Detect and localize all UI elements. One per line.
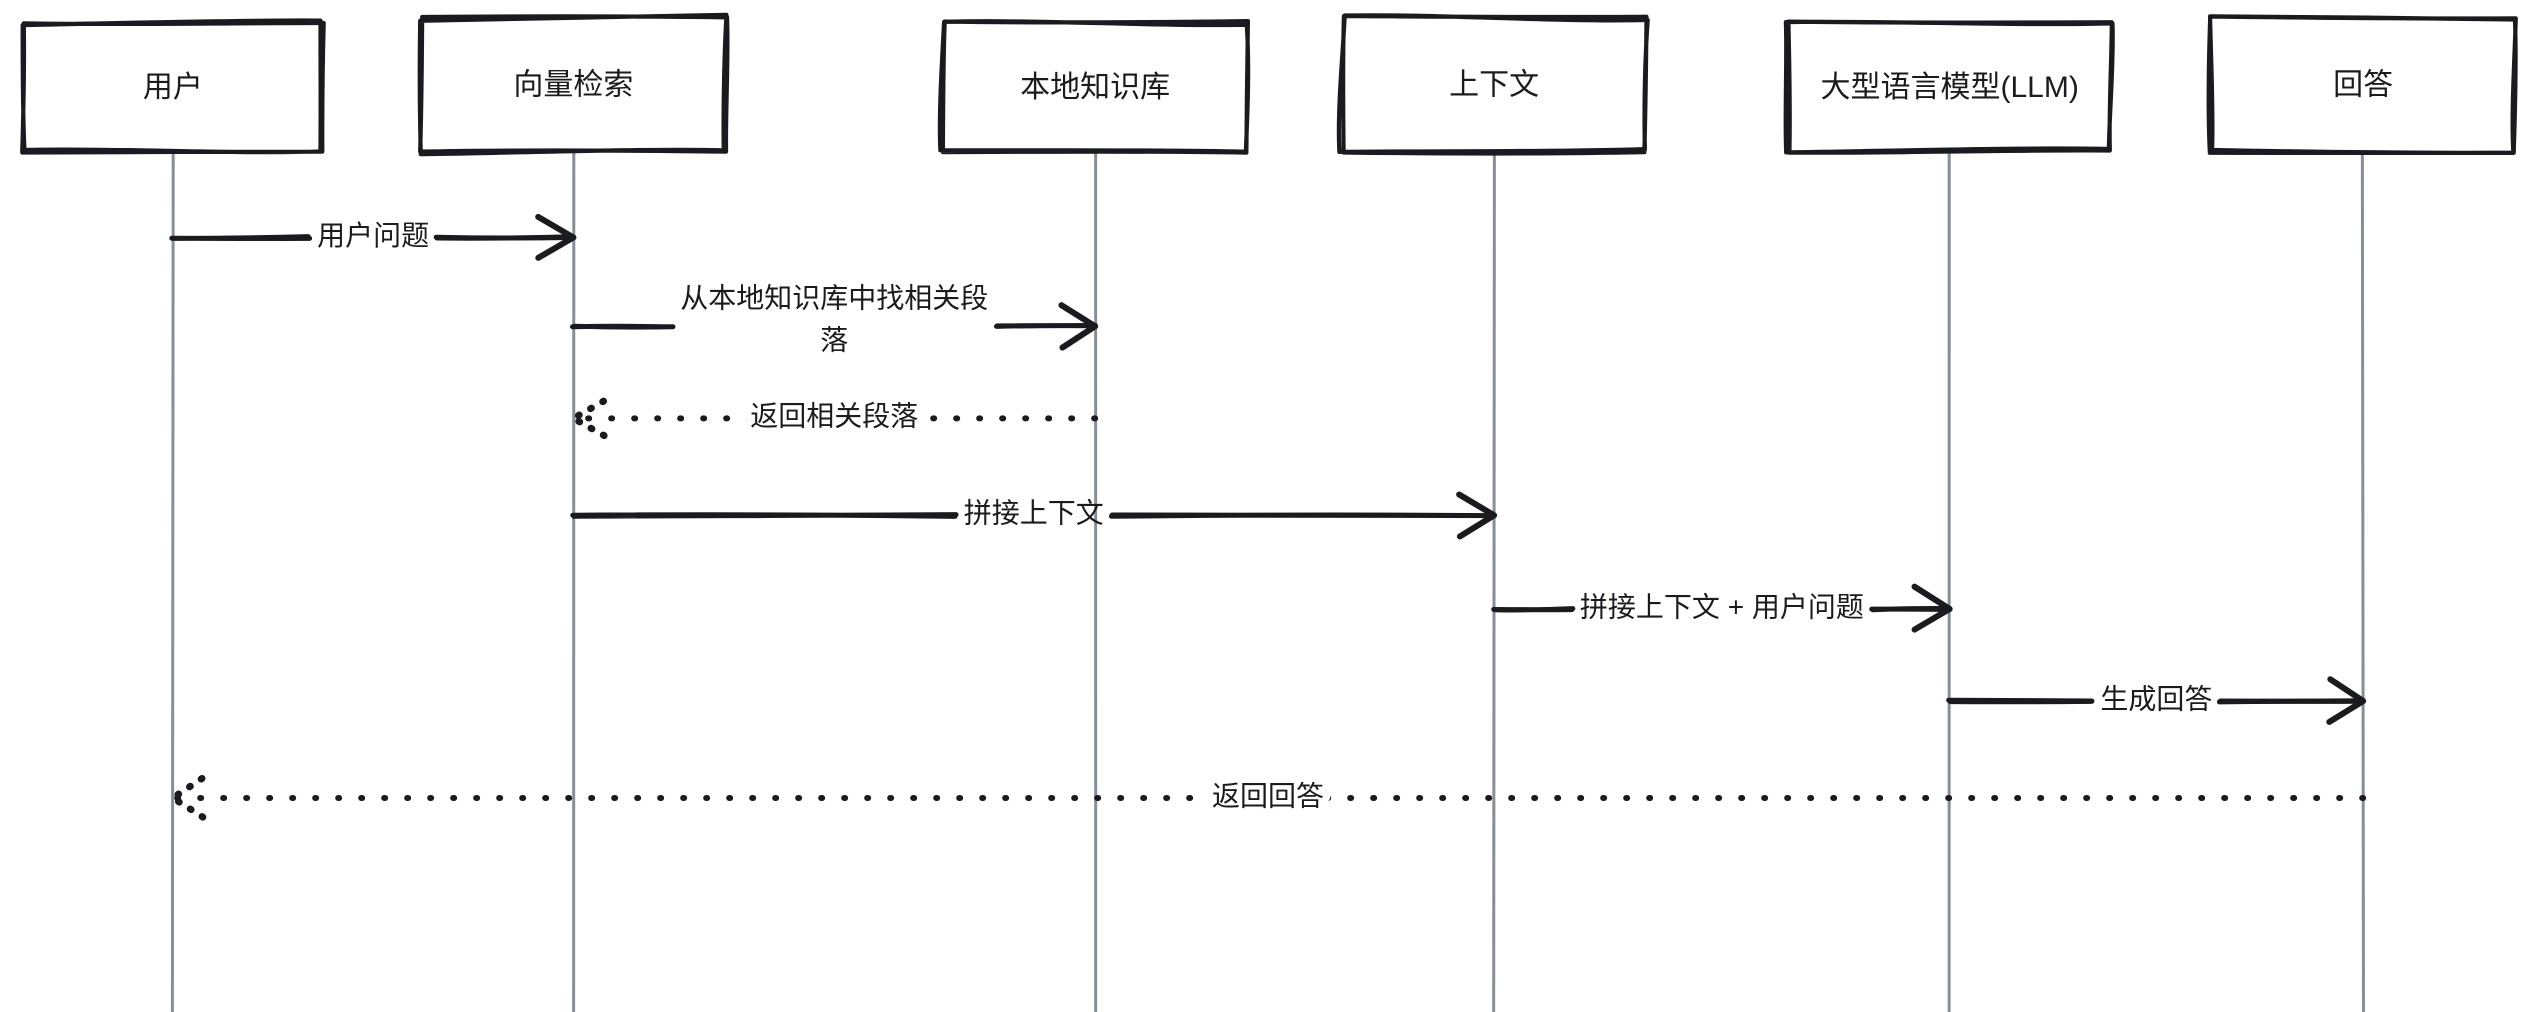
message-line-segment bbox=[2216, 698, 2366, 705]
message-line-segment bbox=[993, 322, 1098, 329]
message-m5[interactable]: 拼接上下文 + 用户问题 bbox=[1491, 583, 1953, 633]
arrowhead-solid bbox=[535, 213, 577, 261]
lifeline-user bbox=[171, 152, 175, 1012]
participant-box-shape bbox=[2206, 14, 2518, 156]
message-label-m3: 返回相关段落 bbox=[750, 401, 918, 432]
message-label-halo: 返回相关段落 bbox=[750, 401, 918, 432]
arrowhead-solid bbox=[1456, 491, 1498, 540]
arrowhead-dotted bbox=[169, 774, 207, 821]
participant-label-vector: 向量检索 bbox=[513, 69, 633, 102]
arrowhead-solid bbox=[1911, 583, 1953, 633]
participant-box-shape bbox=[417, 12, 730, 157]
participant-top-context[interactable]: 上下文 bbox=[1336, 13, 1650, 156]
lifeline-answer bbox=[2360, 151, 2365, 1012]
participant-label-kb: 本地知识库 bbox=[1020, 71, 1170, 104]
participant-label-answer: 回答 bbox=[2333, 69, 2393, 102]
message-line-segment bbox=[569, 323, 676, 330]
message-m6[interactable]: 生成回答 bbox=[1946, 676, 2367, 725]
message-m1[interactable]: 用户问题 bbox=[169, 213, 577, 261]
participant-box-shape bbox=[20, 18, 326, 155]
participant-box-shape bbox=[937, 18, 1251, 155]
lifeline-context bbox=[1491, 151, 1496, 1012]
participant-top-llm[interactable]: 大型语言模型(LLM) bbox=[1783, 19, 2115, 155]
arrowhead-dotted bbox=[569, 397, 608, 440]
participant-label-user: 用户 bbox=[143, 71, 203, 104]
arrowhead-solid bbox=[2326, 676, 2367, 725]
message-line-segment bbox=[1491, 606, 1576, 613]
participants-layer: 用户用户向量检索向量检索本地知识库本地知识库上下文上下文大型语言模型(LLM)大… bbox=[20, 12, 2518, 157]
message-label-m2: 从本地知识库中找相关段 bbox=[680, 283, 988, 314]
message-line-segment bbox=[433, 234, 575, 241]
participant-box-shape bbox=[1336, 13, 1650, 156]
message-label-m2: 落 bbox=[820, 325, 848, 356]
participant-label-context: 上下文 bbox=[1449, 69, 1539, 102]
message-line-segment bbox=[1869, 605, 1953, 613]
participant-top-kb[interactable]: 本地知识库 bbox=[937, 18, 1251, 155]
participant-label-llm: 大型语言模型(LLM) bbox=[1820, 71, 2078, 104]
message-label-m4: 拼接上下文 bbox=[964, 498, 1104, 529]
participant-box-shape bbox=[1783, 19, 2115, 155]
participant-top-answer[interactable]: 回答 bbox=[2206, 14, 2518, 156]
lifeline-kb bbox=[1093, 151, 1098, 1012]
message-line-segment bbox=[1946, 697, 2095, 705]
participant-top-vector[interactable]: 向量检索 bbox=[417, 12, 730, 157]
message-line-segment bbox=[570, 512, 959, 519]
message-label-m5: 拼接上下文 + 用户问题 bbox=[1580, 591, 1864, 622]
message-label-m7: 返回回答 bbox=[1212, 780, 1324, 811]
message-label-m1: 用户问题 bbox=[317, 220, 429, 251]
participant-top-user[interactable]: 用户 bbox=[20, 18, 326, 155]
message-label-halo: 返回回答 bbox=[1212, 780, 1324, 811]
message-line-segment bbox=[1108, 512, 1496, 519]
message-label-m6: 生成回答 bbox=[2100, 683, 2212, 714]
lifelines-layer bbox=[171, 151, 2365, 1012]
message-line-segment bbox=[169, 234, 313, 242]
arrowhead-solid bbox=[1058, 302, 1099, 351]
message-m4[interactable]: 拼接上下文 bbox=[570, 491, 1498, 540]
